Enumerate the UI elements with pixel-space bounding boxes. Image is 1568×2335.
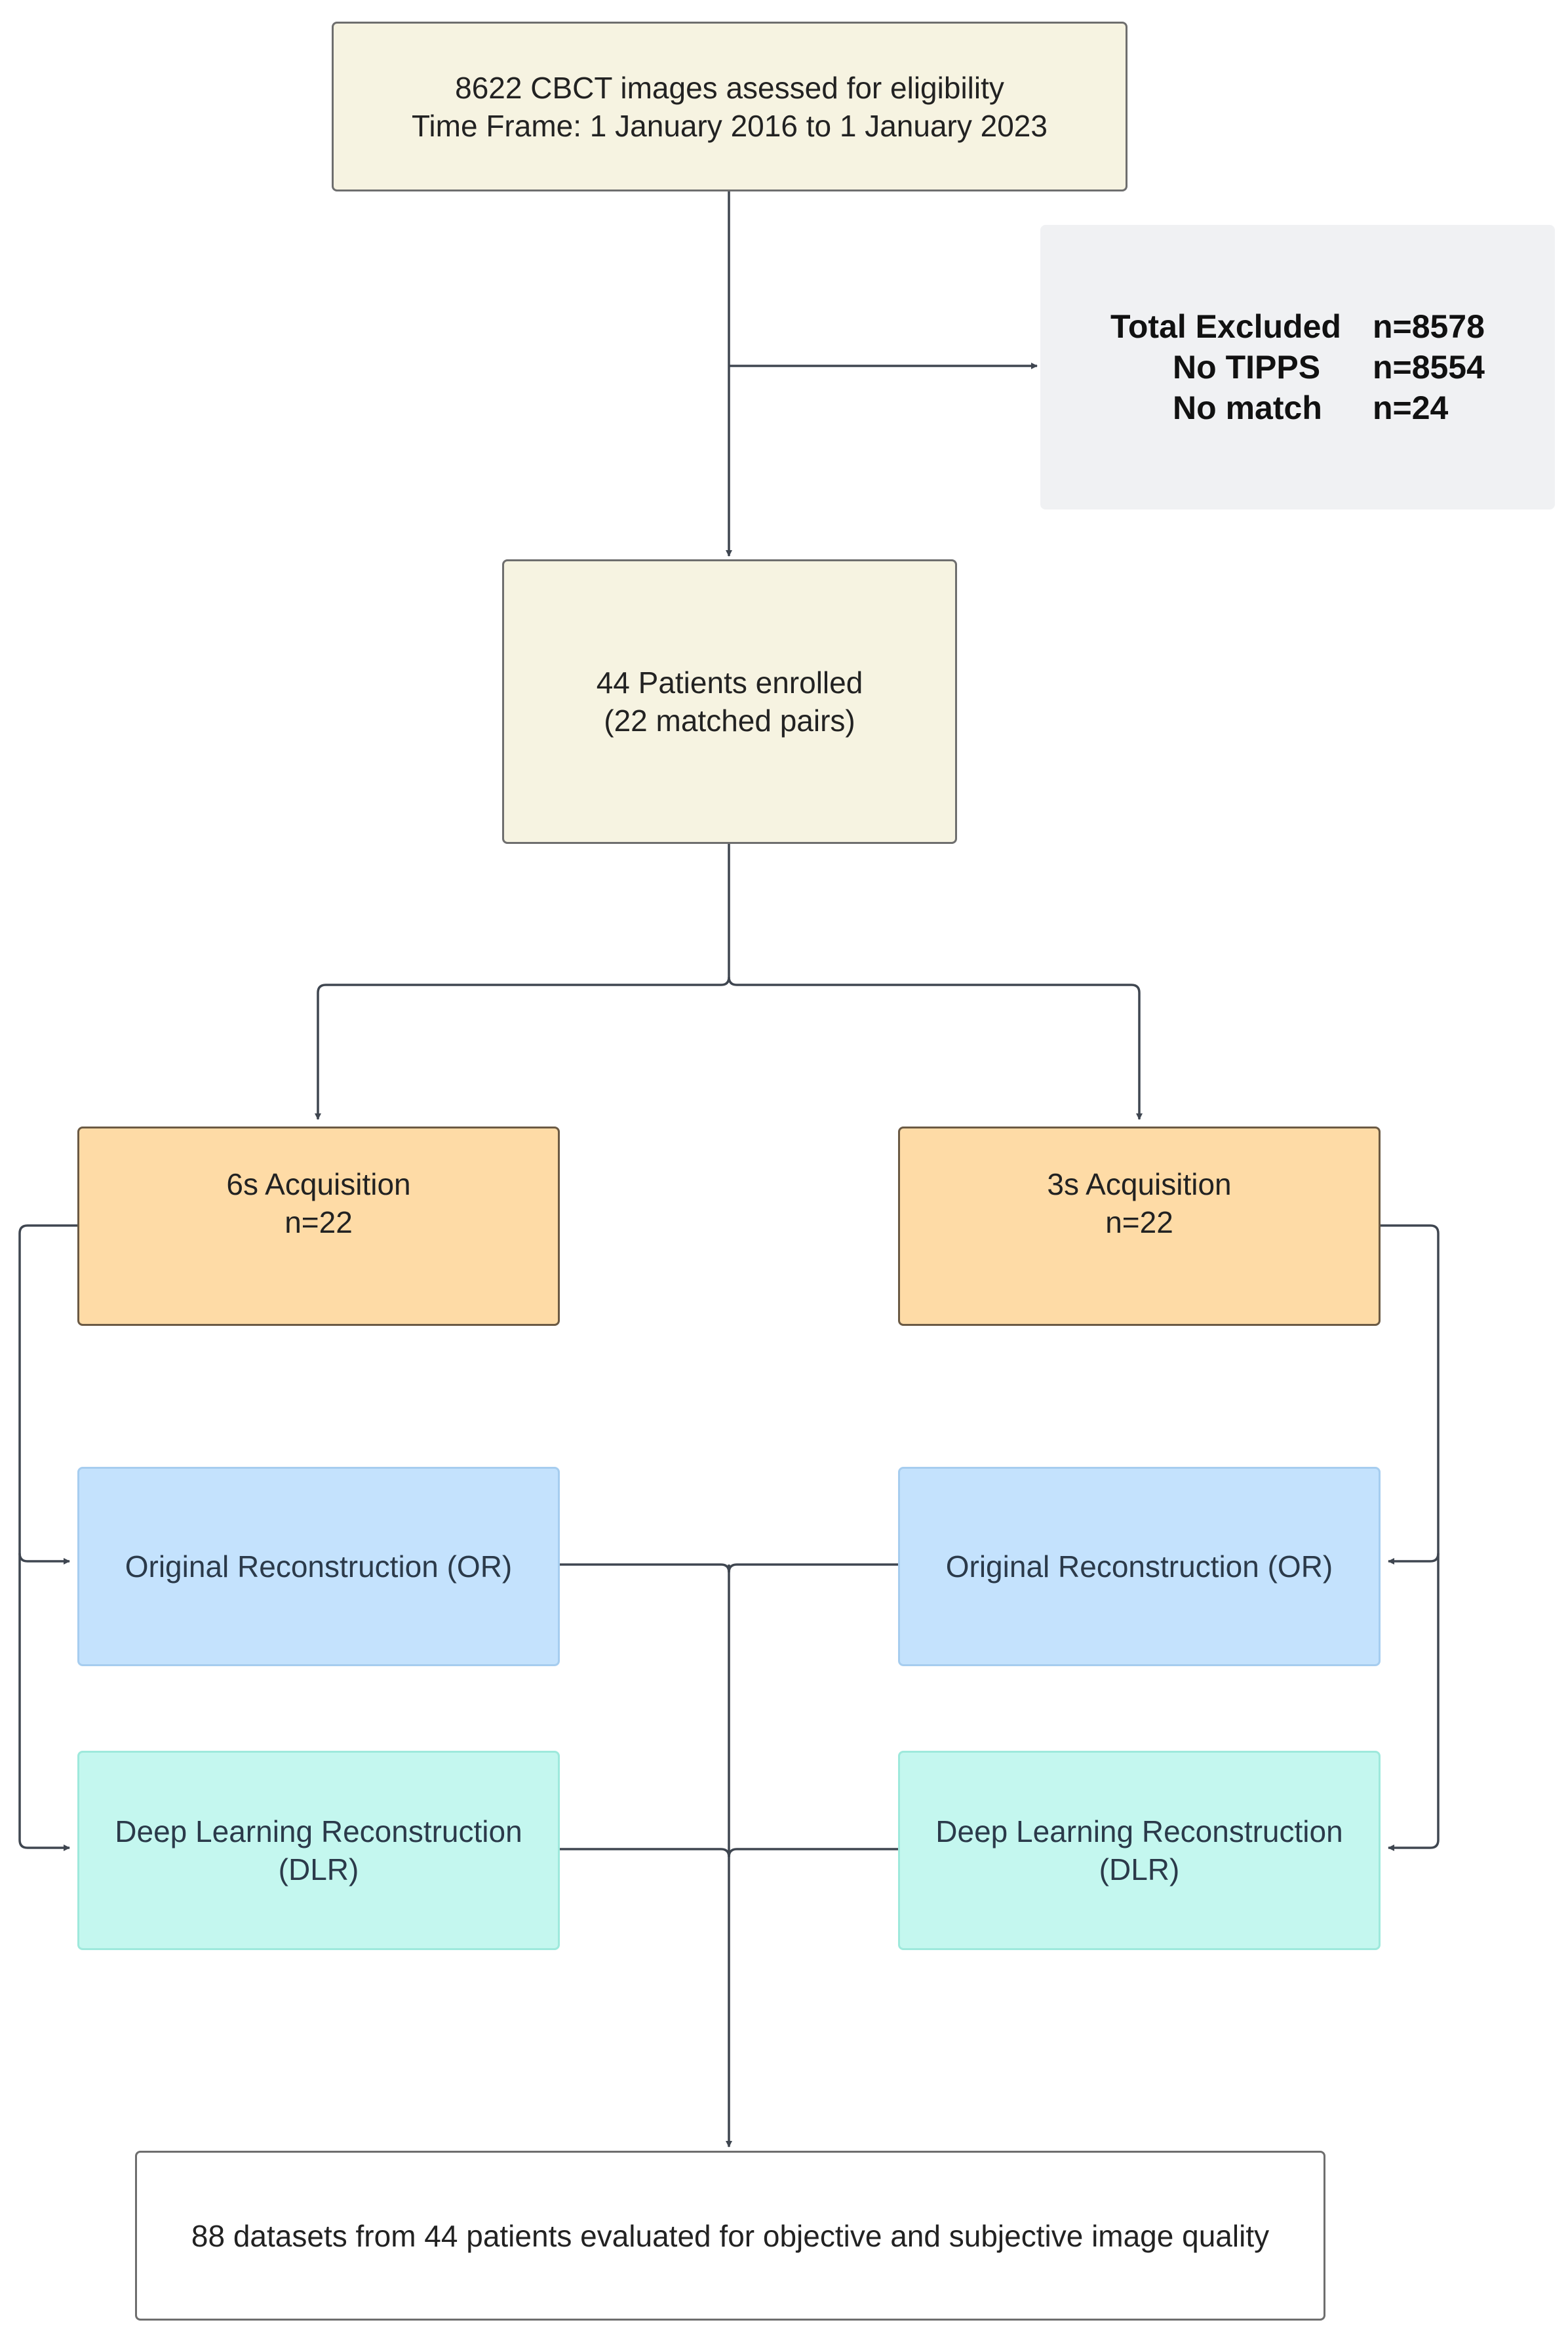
excluded-total-value: n=8578 bbox=[1372, 308, 1485, 345]
enrolled-pairs-text: (22 matched pairs) bbox=[604, 704, 855, 738]
excluded-match-label: No match bbox=[1173, 389, 1322, 426]
dlr-right-abbrev: (DLR) bbox=[1099, 1852, 1180, 1886]
dlr-left-box: Deep Learning Reconstruction (DLR) bbox=[77, 1751, 560, 1950]
connector-6s-to-reconstructions bbox=[18, 1224, 77, 1851]
acquisition-6s-count: n=22 bbox=[284, 1205, 353, 1239]
connector-6s-to-or bbox=[18, 1553, 70, 1565]
acquisition-3s-box: 3s Acquisition n=22 bbox=[898, 1127, 1381, 1326]
excluded-table: Total Excluded n=8578 No TIPPS n=8554 No… bbox=[1110, 306, 1485, 428]
dlr-left-label: Deep Learning Reconstruction bbox=[115, 1814, 522, 1848]
dlr-right-box: Deep Learning Reconstruction (DLR) bbox=[898, 1751, 1381, 1950]
eligibility-count-text: 8622 CBCT images asessed for eligibility bbox=[455, 70, 1004, 105]
connector-3s-to-reconstructions bbox=[1381, 1224, 1440, 1851]
acquisition-6s-title: 6s Acquisition bbox=[226, 1167, 411, 1201]
excluded-box: Total Excluded n=8578 No TIPPS n=8554 No… bbox=[1040, 225, 1555, 509]
connector-dlr-merge bbox=[560, 1848, 730, 1858]
eligibility-box: 8622 CBCT images asessed for eligibility… bbox=[332, 22, 1127, 191]
connector-or-merge bbox=[560, 1563, 730, 1573]
acquisition-3s-title: 3s Acquisition bbox=[1047, 1167, 1232, 1201]
excluded-match-value: n=24 bbox=[1372, 389, 1449, 426]
eligibility-timeframe-text: Time Frame: 1 January 2016 to 1 January … bbox=[412, 108, 1048, 143]
acquisition-3s-count: n=22 bbox=[1105, 1205, 1173, 1239]
or-left-box: Original Reconstruction (OR) bbox=[77, 1467, 560, 1666]
connector-3s-to-or bbox=[1388, 1553, 1440, 1565]
excluded-total-label: Total Excluded bbox=[1110, 308, 1341, 345]
excluded-tipps-value: n=8554 bbox=[1372, 349, 1485, 386]
final-datasets-box: 88 datasets from 44 patients evaluated f… bbox=[135, 2151, 1325, 2321]
connector-or-merge-right bbox=[728, 1563, 898, 1573]
enrolled-box: 44 Patients enrolled (22 matched pairs) bbox=[502, 559, 957, 844]
connector-enrolled-split bbox=[315, 844, 730, 1120]
or-left-label: Original Reconstruction (OR) bbox=[125, 1549, 513, 1584]
dlr-left-abbrev: (DLR) bbox=[278, 1852, 359, 1886]
enrolled-count-text: 44 Patients enrolled bbox=[596, 666, 863, 700]
acquisition-6s-box: 6s Acquisition n=22 bbox=[77, 1127, 560, 1326]
connector-enrolled-split-right bbox=[728, 976, 1143, 1120]
excluded-tipps-label: No TIPPS bbox=[1173, 349, 1321, 386]
final-datasets-text: 88 datasets from 44 patients evaluated f… bbox=[191, 2218, 1270, 2253]
connector-dlr-merge-right bbox=[728, 1848, 898, 1858]
dlr-right-label: Deep Learning Reconstruction bbox=[935, 1814, 1343, 1848]
or-right-label: Original Reconstruction (OR) bbox=[945, 1549, 1333, 1584]
or-right-box: Original Reconstruction (OR) bbox=[898, 1467, 1381, 1666]
